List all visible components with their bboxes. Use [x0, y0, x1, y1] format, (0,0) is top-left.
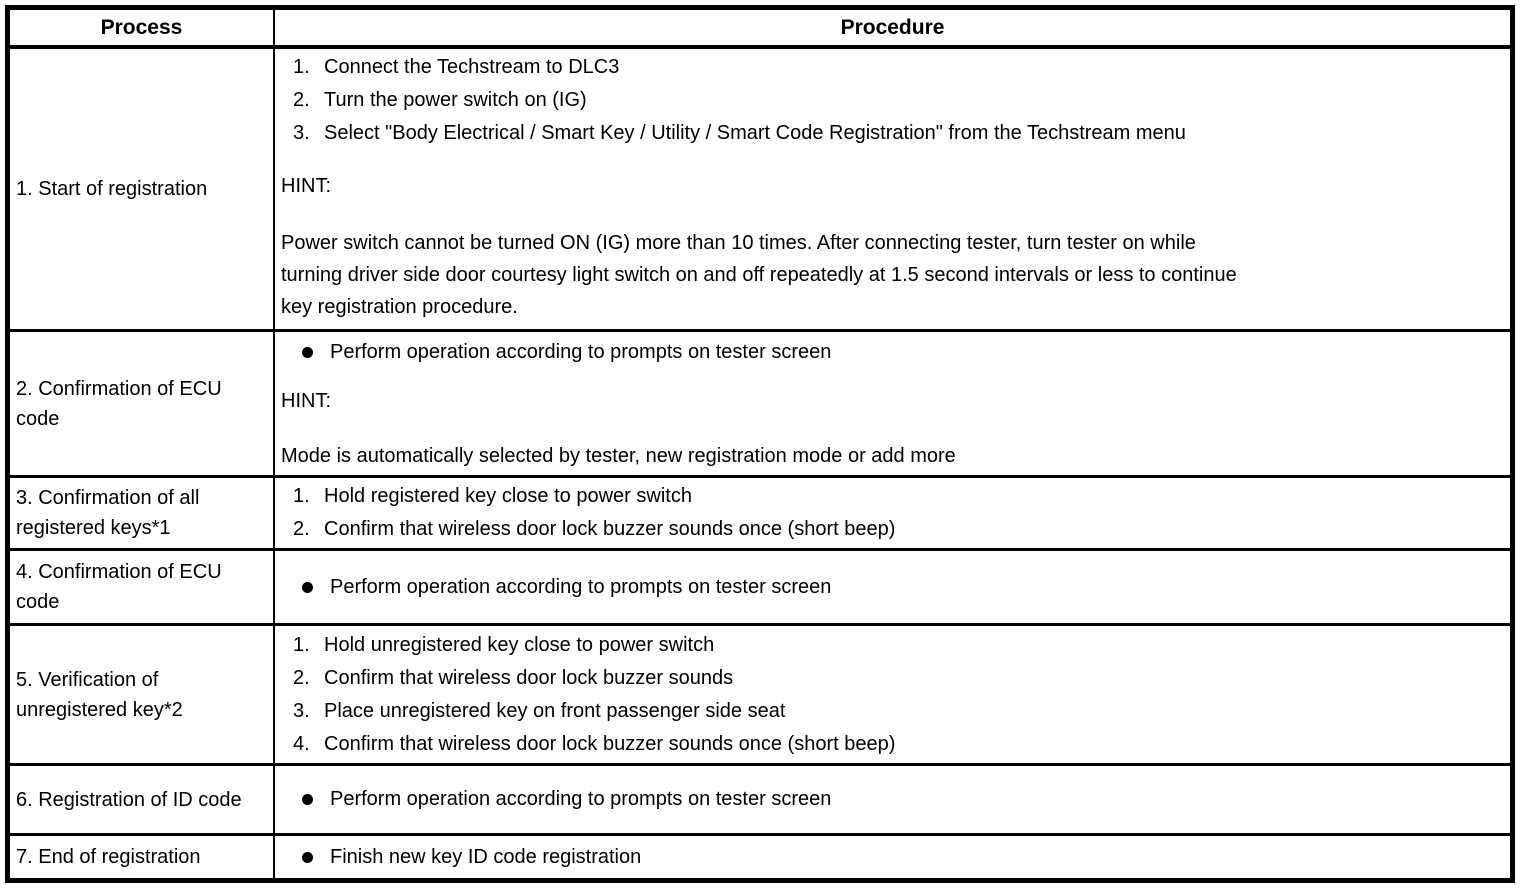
procedure-cell: Perform operation according to prompts o…: [275, 332, 1510, 475]
step-number: 2.: [293, 89, 310, 111]
step-list: 1. Hold unregistered key close to power …: [275, 629, 1510, 761]
table-row: 1. Start of registration 1. Connect the …: [10, 49, 1510, 332]
process-cell: 5. Verification of unregistered key*2: [10, 626, 275, 763]
bullet-icon: [302, 794, 313, 805]
step-list: 1. Hold registered key close to power sw…: [275, 480, 1510, 546]
step-item: 2. Turn the power switch on (IG): [275, 84, 1510, 117]
step-item: 4. Confirm that wireless door lock buzze…: [275, 728, 1510, 761]
bullet-item: Perform operation according to prompts o…: [275, 571, 1510, 604]
procedure-cell: 1. Hold unregistered key close to power …: [275, 626, 1510, 763]
step-text: Confirm that wireless door lock buzzer s…: [324, 666, 734, 689]
procedure-cell: 1. Connect the Techstream to DLC3 2. Tur…: [275, 49, 1510, 329]
step-number: 4.: [293, 732, 310, 755]
process-cell: 3. Confirmation of all registered keys*1: [10, 478, 275, 548]
bullet-text: Perform operation according to prompts o…: [330, 788, 832, 810]
step-item: 1. Hold registered key close to power sw…: [275, 480, 1510, 513]
bullet-icon: [302, 347, 313, 358]
procedure-cell: 1. Hold registered key close to power sw…: [275, 478, 1510, 548]
hint-line: key registration procedure.: [281, 296, 518, 318]
procedure-cell: Perform operation according to prompts o…: [275, 551, 1510, 623]
table-header-row: Process Procedure: [10, 10, 1510, 49]
process-cell: 2. Confirmation of ECU code: [10, 332, 275, 475]
table-row: 7. End of registration Finish new key ID…: [10, 836, 1510, 878]
step-text: Connect the Techstream to DLC3: [324, 56, 620, 78]
step-item: 2. Confirm that wireless door lock buzze…: [275, 662, 1510, 695]
bullet-text: Perform operation according to prompts o…: [330, 341, 832, 363]
hint-text: Power switch cannot be turned ON (IG) mo…: [275, 227, 1510, 323]
table-row: 6. Registration of ID code Perform opera…: [10, 766, 1510, 836]
column-header-procedure: Procedure: [840, 15, 945, 39]
bullet-item: Finish new key ID code registration: [275, 841, 1510, 874]
step-number: 1.: [293, 633, 310, 656]
procedure-table: Process Procedure 1. Start of registrati…: [5, 5, 1515, 883]
table-row: 3. Confirmation of all registered keys*1…: [10, 478, 1510, 551]
step-item: 1. Hold unregistered key close to power …: [275, 629, 1510, 662]
hint-text: Mode is automatically selected by tester…: [275, 440, 1510, 473]
bullet-item: Perform operation according to prompts o…: [275, 336, 1510, 369]
step-text: Hold registered key close to power switc…: [324, 485, 692, 507]
step-list: 1. Connect the Techstream to DLC3 2. Tur…: [275, 51, 1510, 150]
step-number: 3.: [293, 699, 310, 722]
table-row: 2. Confirmation of ECU code Perform oper…: [10, 332, 1510, 478]
step-number: 1.: [293, 485, 310, 507]
step-item: 2. Confirm that wireless door lock buzze…: [275, 513, 1510, 546]
step-text: Turn the power switch on (IG): [324, 89, 587, 111]
step-item: 3. Select "Body Electrical / Smart Key /…: [275, 117, 1510, 150]
step-number: 2.: [293, 518, 310, 540]
hint-label: HINT:: [281, 175, 331, 197]
bullet-item: Perform operation according to prompts o…: [275, 783, 1510, 816]
bullet-icon: [302, 851, 313, 863]
step-number: 2.: [293, 666, 310, 689]
bullet-text: Perform operation according to prompts o…: [330, 575, 832, 598]
step-item: 1. Connect the Techstream to DLC3: [275, 51, 1510, 84]
process-cell: 7. End of registration: [10, 836, 275, 878]
bullet-icon: [302, 581, 313, 593]
step-number: 1.: [293, 56, 310, 78]
step-text: Confirm that wireless door lock buzzer s…: [324, 732, 896, 755]
process-cell: 6. Registration of ID code: [10, 766, 275, 833]
table-row: 5. Verification of unregistered key*2 1.…: [10, 626, 1510, 766]
hint-line: Power switch cannot be turned ON (IG) mo…: [281, 232, 1196, 254]
process-cell: 4. Confirmation of ECU code: [10, 551, 275, 623]
step-text: Place unregistered key on front passenge…: [324, 699, 786, 722]
step-text: Confirm that wireless door lock buzzer s…: [324, 518, 896, 540]
bullet-text: Finish new key ID code registration: [330, 845, 642, 868]
procedure-cell: Perform operation according to prompts o…: [275, 766, 1510, 833]
hint-label: HINT:: [281, 390, 331, 412]
step-text: Select "Body Electrical / Smart Key / Ut…: [324, 122, 1186, 144]
step-item: 3. Place unregistered key on front passe…: [275, 695, 1510, 728]
column-header-process: Process: [10, 10, 275, 45]
step-text: Hold unregistered key close to power swi…: [324, 633, 715, 656]
hint-line: turning driver side door courtesy light …: [281, 264, 1237, 286]
process-cell: 1. Start of registration: [10, 49, 275, 329]
table-row: 4. Confirmation of ECU code Perform oper…: [10, 551, 1510, 626]
step-number: 3.: [293, 122, 310, 144]
procedure-cell: Finish new key ID code registration: [275, 836, 1510, 878]
hint-line: Mode is automatically selected by tester…: [281, 445, 956, 467]
